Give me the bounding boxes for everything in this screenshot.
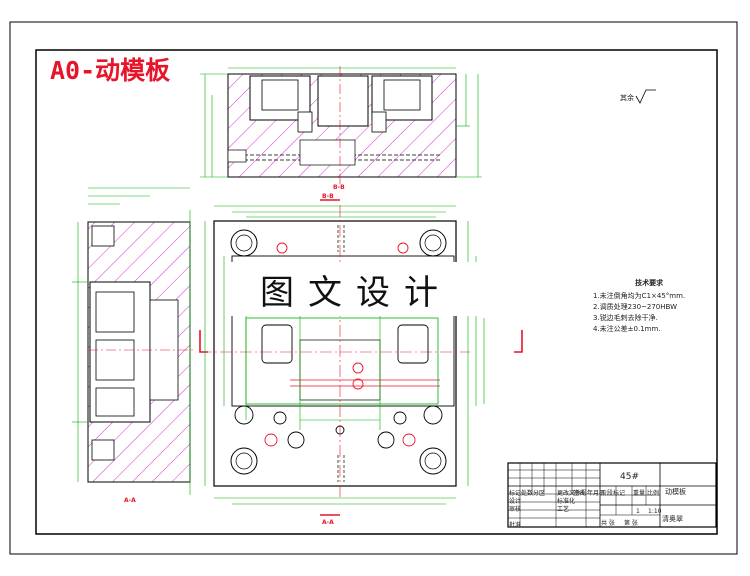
tb-label-standard: 标准化 [557, 498, 576, 505]
roughness-symbol [635, 89, 656, 104]
left-section-view [72, 187, 196, 495]
tb-label-process: 工艺 [557, 506, 570, 513]
outer-frame [9, 21, 738, 555]
watermark-text: 图文设计 [225, 262, 487, 316]
note-item-2: 2.调质处理230~270HBW [593, 303, 678, 311]
note-item-4: 4.未注公差±0.1mm. [593, 325, 661, 333]
tb-label-mark: 标记 [509, 490, 522, 497]
tb-label-zone: 分区 [533, 490, 546, 497]
tb-label-sign: 签名 [573, 490, 586, 497]
material-label: 45# [620, 472, 639, 482]
tb-label-change: 更改文件号 [557, 490, 588, 497]
tb-label-total-sheets: 共 张 [601, 520, 615, 527]
roughness-label: 其余 [620, 94, 634, 102]
title-block [507, 462, 717, 528]
tb-sheet-value: 1 [636, 508, 640, 515]
tb-label-review: 审核 [509, 506, 522, 513]
tb-label-weight: 重量 [633, 490, 646, 497]
tb-scale-value: 1:10 [648, 508, 662, 515]
tb-label-scale: 比例 [647, 490, 660, 497]
note-item-1: 1.未注倒角均为C1×45°mm. [593, 292, 686, 300]
drawing-title: A0-动模板 [50, 56, 171, 85]
tb-label-stage: 阶段标记 [601, 490, 626, 497]
notes-title: 技术要求 [635, 279, 664, 287]
tb-label-count: 处数 [521, 490, 534, 497]
tb-label-date: 年月日 [587, 490, 606, 497]
section-label-bottom-cut: A-A [322, 519, 334, 526]
tb-label-design: 设计 [509, 498, 522, 505]
section-label-top: B-B [333, 184, 345, 191]
section-label-left: A-A [124, 497, 136, 504]
main-plan-view [199, 199, 523, 516]
note-item-3: 3.锐边毛刺去除干净. [593, 314, 658, 322]
tb-label-sheet-no: 第 张 [624, 520, 638, 527]
tb-label-approve: 批准 [509, 522, 522, 529]
unit-label: 清奥翠 [662, 515, 683, 523]
top-section-view [200, 66, 482, 185]
part-name-label: 动模板 [665, 488, 686, 496]
technical-requirements: 技术要求 1.未注倒角均为C1×45°mm. 2.调质处理230~270HBW … [593, 278, 685, 335]
inner-frame [35, 49, 718, 535]
section-label-top-cut: B-B [322, 193, 334, 200]
